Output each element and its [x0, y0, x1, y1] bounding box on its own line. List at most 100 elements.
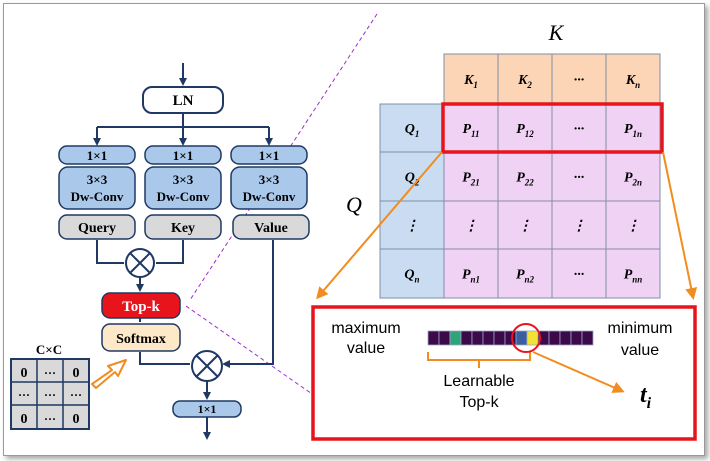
score-strip-cell [482, 330, 495, 346]
matrix-cell: 0 [21, 366, 28, 381]
ln-label: LN [173, 93, 194, 109]
softmax-label: Softmax [116, 332, 166, 347]
q-header-cell [379, 151, 445, 202]
output-conv-node: 1×1 [172, 400, 242, 418]
score-cell-label: Pn2 [516, 268, 535, 285]
score-cell [443, 248, 499, 299]
score-strip-cell [427, 330, 440, 346]
row-highlight [441, 102, 664, 154]
score-strip-cell [515, 330, 528, 346]
score-cell [605, 103, 661, 153]
k-axis-label: K [548, 20, 565, 45]
score-cell [497, 151, 553, 202]
score-strip-cell [570, 330, 583, 346]
matrix-to-softmax-arrow [91, 359, 127, 389]
value-branch: 1×1 3×3 Dw-Conv Value [230, 145, 310, 240]
value-label: Value [254, 221, 288, 236]
matrix-cell: 0 [21, 412, 28, 427]
matrix-cell: ··· [44, 412, 56, 426]
dwconv-label-line2: Dw-Conv [243, 189, 296, 204]
conv1x1-label: 1×1 [87, 148, 107, 163]
score-strip-cell [449, 330, 462, 346]
score-cell-label: ··· [574, 171, 585, 186]
threshold-arrow [532, 351, 625, 393]
minimum-label-line2: value [621, 342, 659, 359]
score-cell-label: P12 [516, 122, 534, 139]
score-cell [443, 200, 499, 250]
score-cell [497, 103, 553, 153]
maximum-label-line1: maximum [331, 320, 400, 337]
score-cell [605, 248, 661, 299]
q-header-column: Q1Q2⋮Qn [379, 103, 445, 299]
multiply-node-v [191, 350, 223, 382]
score-cell-label: ··· [574, 268, 585, 283]
q-header-label: Qn [404, 268, 419, 285]
k-header-cell [497, 53, 553, 105]
k-header-label: K1 [463, 73, 478, 90]
matrix-cell: 0 [73, 366, 80, 381]
score-cell [605, 200, 661, 250]
q-header-label: Q1 [405, 122, 420, 139]
score-strip-cell [559, 330, 572, 346]
matrix-cell: ··· [70, 388, 82, 402]
score-strip-cell [581, 330, 594, 346]
score-cell [551, 103, 607, 153]
k-header-cell [443, 53, 499, 105]
topk-label: Top-k [122, 299, 160, 315]
score-cell-label: ⋮ [518, 219, 532, 234]
score-strip-cell [460, 330, 473, 346]
pipeline-connectors [93, 63, 274, 440]
q-header-label: ⋮ [405, 219, 419, 234]
k-header-label: ··· [574, 73, 585, 88]
threshold-label: ti [640, 382, 652, 412]
dwconv-label-line2: Dw-Conv [71, 189, 124, 204]
softmax-node: Softmax [101, 323, 181, 352]
dwconv-label-line1: 3×3 [87, 172, 108, 187]
sorted-score-strip [427, 330, 594, 346]
topk-node: Top-k [101, 292, 181, 319]
matrix-cell: ··· [44, 388, 56, 402]
dwconv-label-line1: 3×3 [173, 172, 194, 187]
key-branch: 1×1 3×3 Dw-Conv Key [144, 145, 222, 240]
matrix-cell: ··· [44, 366, 56, 380]
score-strip-cell [438, 330, 451, 346]
score-cell-label: P2n [624, 171, 642, 188]
score-cell-label: P11 [462, 122, 479, 139]
score-cell-label: P1n [624, 122, 642, 139]
score-strip-cell [548, 330, 561, 346]
score-cell-label: ⋮ [572, 219, 586, 234]
learnable-label-line1: Learnable [443, 373, 514, 390]
score-cell [551, 248, 607, 299]
zoom-arrow-left [316, 151, 443, 300]
q-header-cell [379, 200, 445, 250]
score-cell-label: Pn1 [462, 268, 480, 285]
score-cell-label: Pnn [624, 268, 643, 285]
zoom-arrow-right [662, 151, 698, 300]
dwconv-label-line2: Dw-Conv [157, 189, 210, 204]
ln-node: LN [142, 86, 224, 114]
learnable-label-line2: Top-k [459, 394, 499, 411]
multiply-node-qk [125, 248, 155, 278]
q-header-cell [379, 103, 445, 153]
maximum-label-line2: value [347, 340, 385, 357]
k-header-cell [551, 53, 607, 105]
score-cell [551, 151, 607, 202]
score-strip-cell [471, 330, 484, 346]
conv1x1-label: 1×1 [259, 148, 279, 163]
cxc-matrix: 0 ··· 0 ··· ··· ··· 0 ··· 0 [10, 358, 90, 430]
score-cell-label: ··· [574, 122, 585, 137]
output-conv-label: 1×1 [198, 402, 217, 416]
threshold-highlight-circle [511, 323, 541, 353]
topk-detail-panel [311, 305, 697, 441]
score-cell-label: ⋮ [626, 219, 640, 234]
score-cell [551, 200, 607, 250]
query-label: Query [78, 221, 116, 236]
cxc-label: C×C [36, 342, 62, 357]
score-strip-cell [504, 330, 517, 346]
score-strip-cell [526, 330, 539, 346]
key-label: Key [171, 221, 195, 236]
score-cell [497, 248, 553, 299]
